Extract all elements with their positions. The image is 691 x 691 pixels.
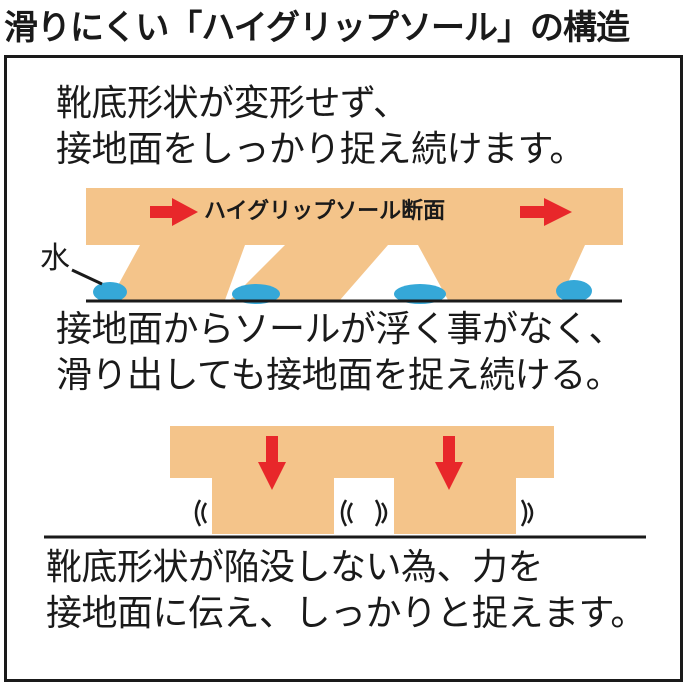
- section3-line1: 靴底形状が陥没しない為、力を: [46, 547, 544, 588]
- water-drop: [93, 282, 127, 302]
- content-frame: [4, 55, 683, 682]
- arrow-down-icon: [435, 436, 463, 490]
- arrow-down-icon: [258, 436, 286, 490]
- arrow-right-icon: [150, 198, 198, 226]
- section1-line1: 靴底形状が変形せず、: [56, 83, 409, 124]
- water-drop: [232, 284, 280, 304]
- sole-shape-upper: [86, 188, 623, 300]
- water-drop: [394, 284, 446, 304]
- sole-cross-section-sliding: [71, 188, 623, 304]
- sole-cross-section-pressure: [44, 426, 646, 539]
- section1-line2: 接地面をしっかり捉え続けます。: [56, 129, 585, 170]
- sole-section-label: ハイグリップソール断面: [204, 199, 446, 224]
- sole-shape-lower: [170, 426, 554, 534]
- section2-line1: 接地面からソールが浮く事がなく、: [56, 309, 625, 350]
- page-title: 滑りにくい「ハイグリップソール」の構造: [4, 8, 630, 48]
- arrow-right-icon: [520, 198, 572, 226]
- section2-line2: 滑り出しても接地面を捉え続ける。: [56, 355, 622, 396]
- water-label: 水: [40, 241, 70, 276]
- water-drop: [556, 280, 592, 302]
- water-pointer: [71, 268, 103, 286]
- vibration-marks: [194, 499, 534, 527]
- section3-line2: 接地面に伝え、しっかりと捉えます。: [46, 593, 646, 634]
